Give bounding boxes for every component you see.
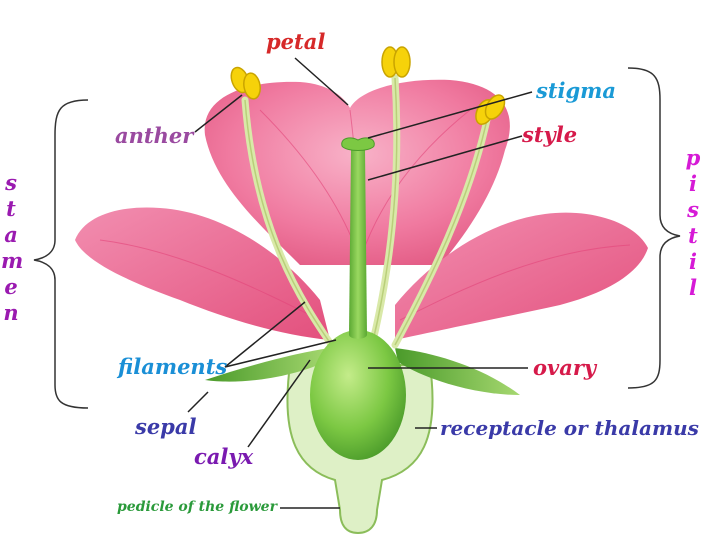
anthers-shape <box>230 46 506 126</box>
petal-right <box>395 212 648 340</box>
label-style: style <box>522 122 578 147</box>
stigma-shape <box>341 137 375 151</box>
stamen-brace <box>33 99 89 409</box>
label-ovary: ovary <box>533 355 597 380</box>
ovary-shape <box>310 330 406 460</box>
petal-left <box>75 207 330 340</box>
label-stamen: s t a m e n <box>1 170 24 325</box>
pistil-brace <box>627 67 681 389</box>
style-shape <box>349 150 367 339</box>
label-pistil: p i s t i l <box>685 145 701 300</box>
label-filaments: filaments <box>118 354 228 379</box>
label-sepal: sepal <box>135 414 197 439</box>
sepal-left <box>205 348 330 382</box>
leader-lines <box>187 57 533 509</box>
label-anther: anther <box>115 123 194 148</box>
label-stigma: stigma <box>536 78 617 103</box>
label-receptacle: receptacle or thalamus <box>440 416 699 440</box>
label-pedicle: pedicle of the flower <box>117 499 277 515</box>
label-petal: petal <box>266 29 326 54</box>
filament-edges <box>244 77 489 351</box>
sepal-right <box>395 348 520 395</box>
label-calyx: calyx <box>194 444 254 469</box>
